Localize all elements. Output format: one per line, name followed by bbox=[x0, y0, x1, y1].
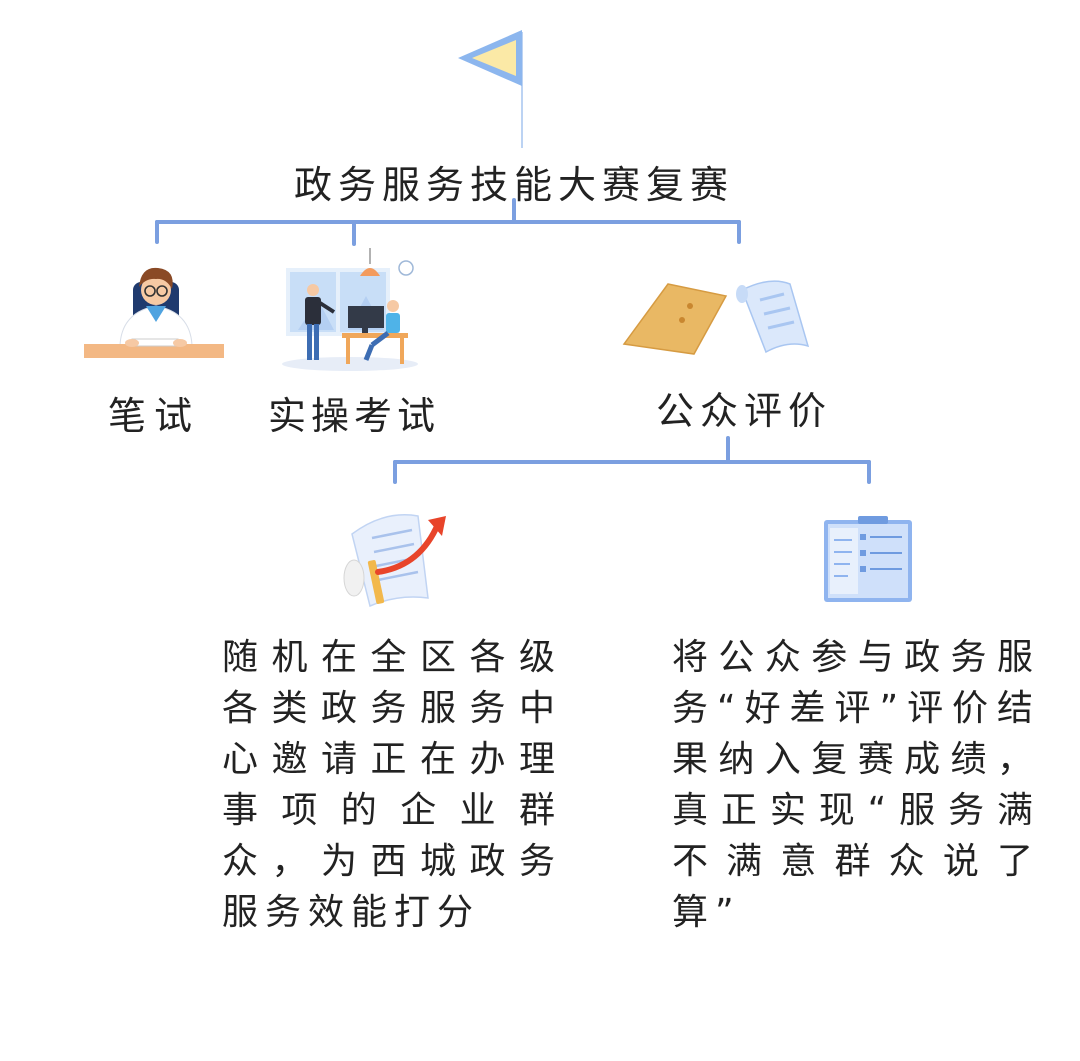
diagram-title: 政务服务技能大赛复赛 bbox=[293, 163, 734, 207]
branch-label-public-evaluation: 公众评价 bbox=[656, 389, 833, 433]
student-writing-icon bbox=[84, 267, 224, 358]
sub-connector bbox=[393, 436, 871, 484]
flag-icon bbox=[458, 30, 522, 86]
branch-label-practical-exam: 实操考试 bbox=[268, 394, 441, 438]
sub-branch-text-random-invite: 随机在全区各级各类政务服务中心邀请正在办理事项的企业群众，为西城政务服务效能打分 bbox=[222, 637, 562, 933]
branch-label-written-exam: 笔试 bbox=[108, 394, 201, 438]
top-connector bbox=[155, 198, 741, 246]
document-arrow-icon bbox=[343, 514, 446, 608]
clipboard-icon bbox=[824, 516, 912, 602]
envelope-scroll-icon bbox=[622, 280, 810, 355]
office-work-icon bbox=[282, 248, 418, 371]
sub-branch-text-good-bad-review: 将公众参与政务服务“好差评”评价结果纳入复赛成绩，真正实现“服务满不满意群众说了… bbox=[672, 637, 1040, 933]
